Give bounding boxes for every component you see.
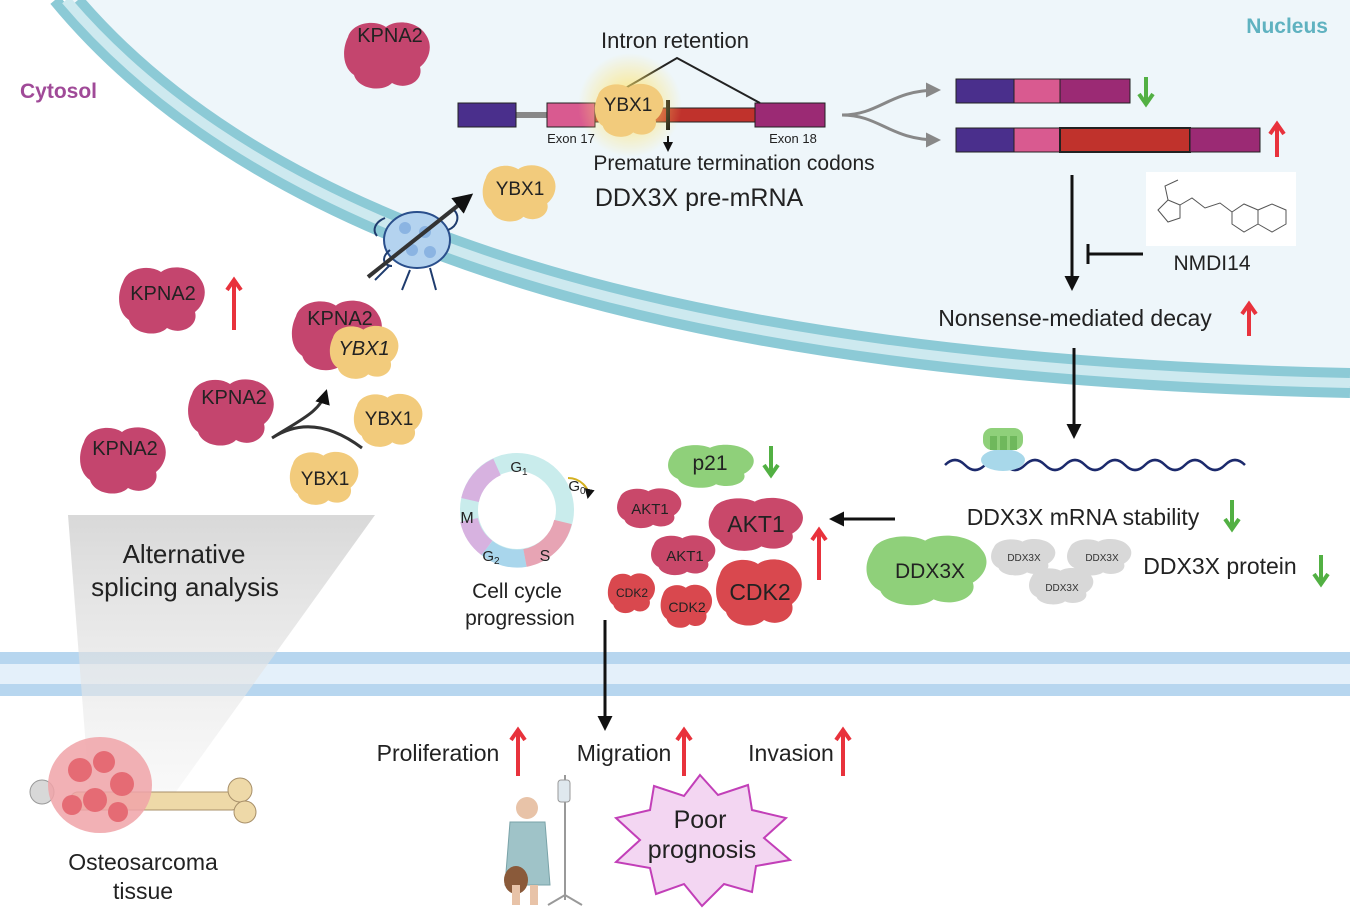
down-arrow-normal-isoform [1137,77,1155,108]
split-arrow-lower [841,113,941,148]
exon-16-block [457,102,517,128]
nmdi14-structure-box [1146,172,1296,246]
exon-18-block [754,102,826,128]
tissue-label-1: Osteosarcoma [68,849,218,875]
exon18-label: Exon 18 [769,131,817,146]
poor-prognosis-label-1: Poor [674,806,727,834]
cell-cycle-ring [460,453,595,568]
g1-label: G1 [510,459,528,478]
up-arrow-retained-isoform [1268,120,1286,157]
ybx1-nuclear-label: YBX1 [496,179,545,200]
split-arrow-upper [841,82,941,117]
up-arrow-migration [675,726,693,776]
patient-icon [504,775,583,906]
akt1-label-large: AKT1 [727,511,785,537]
up-arrow-nmd [1240,300,1258,336]
plasma-membrane-space [0,664,1350,684]
kpna2-upregulated-label: KPNA2 [130,283,196,305]
m-label: M [460,510,473,527]
tumor-icon [48,737,152,833]
cdk2-label-large: CDK2 [729,579,790,605]
ddx3x-depleted-label-3: DDX3X [1045,583,1079,594]
down-arrow-mrna-stability [1223,500,1241,533]
plasma-membrane-inner [0,684,1350,696]
kpna2-label-2: KPNA2 [201,387,267,409]
p21-label: p21 [692,452,727,475]
ribosome-icon [981,428,1025,471]
proliferation-label: Proliferation [377,740,500,766]
kpna2-label: KPNA2 [357,25,423,47]
down-arrow-p21 [762,446,780,479]
cell-cycle-label-1: Cell cycle [472,580,562,603]
poor-prognosis-label-2: prognosis [648,836,756,864]
nuclear-envelope-lumen [73,0,1350,380]
binding-arrow [271,392,363,450]
nmd-label: Nonsense-mediated decay [938,305,1212,331]
g0-label: G0 [568,478,586,497]
intron-retention-label: Intron retention [601,28,749,53]
akt1-label-small-2: AKT1 [666,548,704,565]
analysis-label-2: splicing analysis [91,572,279,602]
ybx1-complex-label: YBX1 [338,338,389,360]
up-arrow-kpna2 [225,276,243,330]
cell-cycle-label-2: progression [465,607,575,630]
kpna2-label-3: KPNA2 [92,438,158,460]
plasma-membrane-outer [0,652,1350,664]
nuclear-envelope-outer [50,0,1350,398]
tissue-label-2: tissue [113,878,173,904]
invasion-label: Invasion [748,740,834,766]
nucleus-label: Nucleus [1246,15,1328,38]
migration-label: Migration [577,740,672,766]
normal-isoform [955,78,1131,104]
pre-mrna-label: DDX3X pre-mRNA [595,184,804,212]
import-arrow [366,193,474,279]
ddx3x-protein-label: DDX3X protein [1143,553,1296,579]
g2-label: G2 [482,548,500,567]
cdk2-label-small-2: CDK2 [668,599,706,615]
intron-retained-isoform [955,127,1261,153]
ddx3x-depleted-label-1: DDX3X [1007,553,1041,564]
ybx1-cyto-label-2: YBX1 [301,469,350,490]
up-arrow-effectors [810,526,828,580]
ddx3x-depleted-label-2: DDX3X [1085,553,1119,564]
ptc-label: Premature termination codons [593,152,874,175]
ddx3x-label: DDX3X [895,560,965,583]
mrna-stability-label: DDX3X mRNA stability [967,504,1200,530]
nmdi14-structure-icon [1157,179,1287,233]
ybx1-bound-label: YBX1 [604,95,653,116]
cdk2-label-small-1: CDK2 [616,586,648,600]
akt1-label-small-1: AKT1 [631,501,669,518]
exon17-label: Exon 17 [547,131,595,146]
ybx1-cyto-label-1: YBX1 [365,409,414,430]
down-arrow-ddx3x-protein [1312,555,1330,588]
kpna2-complex-label: KPNA2 [307,308,373,330]
poor-prognosis-burst [613,773,793,908]
analysis-cone [68,515,375,800]
up-arrow-invasion [834,726,852,776]
s-label: S [540,548,551,565]
up-arrow-proliferation [509,726,527,776]
cytosol-label: Cytosol [20,80,97,103]
nmdi14-label: NMDI14 [1173,252,1250,275]
analysis-label-1: Alternative [123,539,246,569]
nuclear-envelope-space [62,0,1350,388]
